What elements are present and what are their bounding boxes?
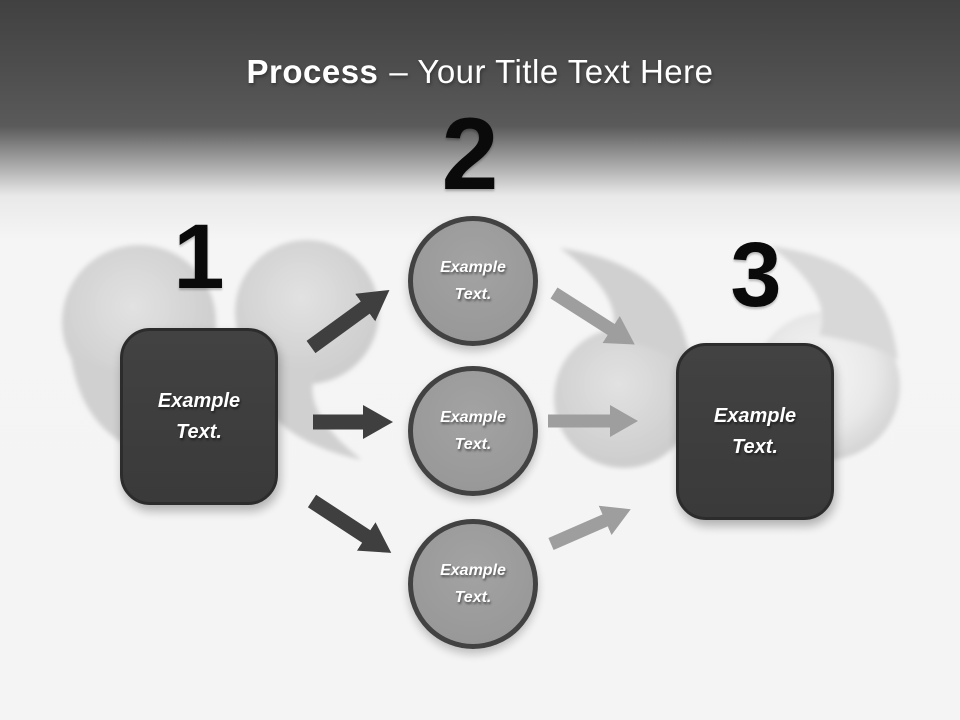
dark-arrows-group bbox=[306, 289, 393, 553]
process-circle-top: Example Text. bbox=[408, 216, 538, 346]
arrow-up-right-icon bbox=[306, 289, 390, 354]
slide-title: Process – Your Title Text Here bbox=[0, 53, 960, 91]
process-circle-label: Example Text. bbox=[440, 561, 506, 606]
slide-title-rest: – Your Title Text Here bbox=[389, 53, 714, 90]
process-circle-middle: Example Text. bbox=[408, 366, 538, 496]
comma-decor-tail-icon bbox=[770, 246, 898, 360]
arrow-up-right-icon bbox=[548, 505, 631, 550]
process-box-step-3: Example Text. bbox=[676, 343, 834, 520]
process-box-step-1: Example Text. bbox=[120, 328, 278, 505]
process-box-label: Example Text. bbox=[157, 389, 241, 443]
process-circle-label: Example Text. bbox=[440, 408, 506, 453]
arrow-down-right-icon bbox=[550, 287, 635, 345]
step-number-3: 3 bbox=[730, 224, 782, 326]
comma-decor-head-icon bbox=[554, 328, 694, 468]
process-circle-label: Example Text. bbox=[440, 258, 506, 303]
light-arrows-group bbox=[548, 287, 638, 550]
step-number-2: 2 bbox=[441, 97, 499, 211]
process-circle-bottom: Example Text. bbox=[408, 519, 538, 649]
process-box-label: Example Text. bbox=[713, 404, 797, 458]
comma-decor-tail-icon bbox=[560, 248, 692, 370]
slide-title-emphasis: Process bbox=[246, 53, 379, 90]
arrow-down-right-icon bbox=[307, 494, 392, 553]
step-number-1: 1 bbox=[173, 206, 225, 308]
